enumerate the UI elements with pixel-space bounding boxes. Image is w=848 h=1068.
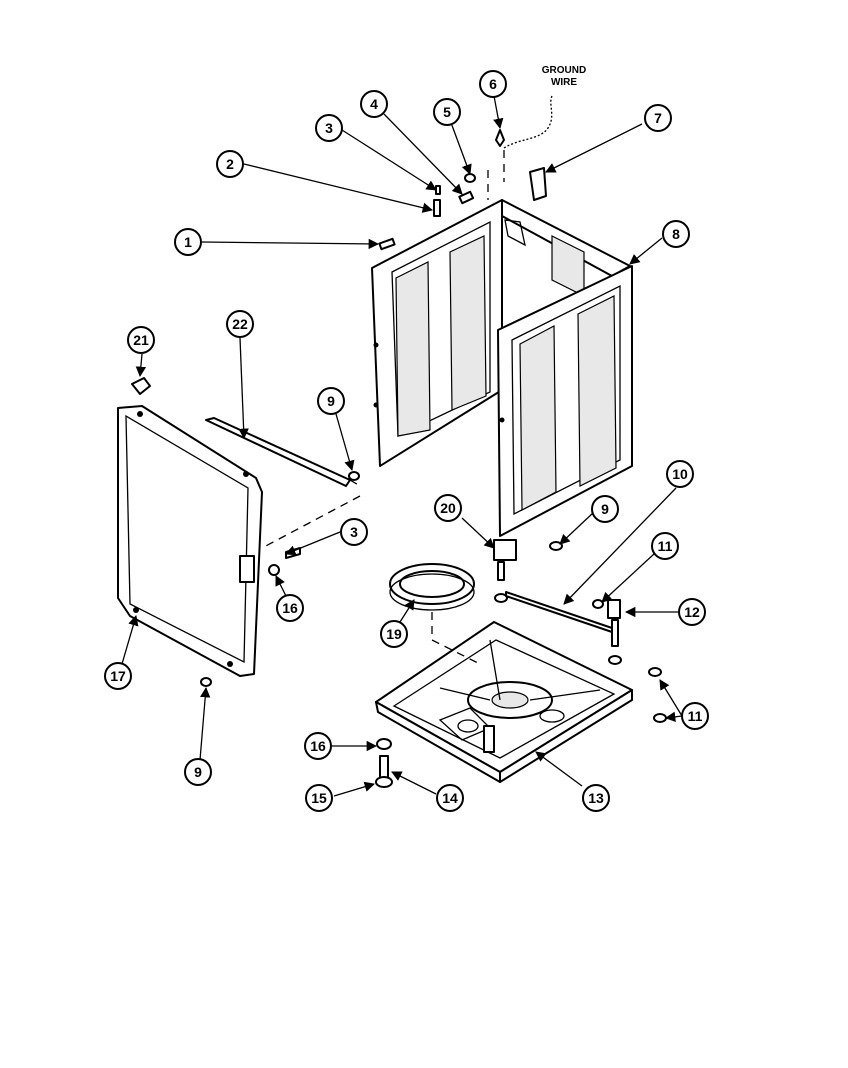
svg-text:16: 16: [310, 738, 326, 754]
callout-1: 1: [174, 228, 202, 256]
callout-16-panel: 16: [276, 594, 304, 622]
callout-9-bottom: 9: [184, 758, 212, 786]
base-part: [375, 621, 633, 783]
svg-text:22: 22: [232, 316, 248, 332]
callout-4: 4: [360, 90, 388, 118]
svg-text:10: 10: [672, 466, 688, 482]
callout-11-upper: 11: [651, 532, 679, 560]
svg-text:9: 9: [327, 393, 335, 409]
rod-part: [505, 591, 613, 633]
svg-text:15: 15: [311, 790, 327, 806]
hardware-parts: [200, 129, 667, 723]
svg-text:16: 16: [282, 600, 298, 616]
assembly-guide-lines: [261, 150, 505, 665]
callout-9-right: 9: [591, 495, 619, 523]
svg-text:19: 19: [386, 626, 402, 642]
svg-text:3: 3: [325, 120, 333, 136]
cabinet-part: [371, 199, 633, 537]
svg-text:4: 4: [370, 96, 378, 112]
callout-22: 22: [226, 310, 254, 338]
svg-text:5: 5: [443, 104, 451, 120]
svg-text:9: 9: [601, 501, 609, 517]
svg-text:6: 6: [489, 76, 497, 92]
callout-17: 17: [104, 662, 132, 690]
svg-text:14: 14: [442, 790, 458, 806]
callout-19: 19: [380, 620, 408, 648]
callout-3-top: 3: [315, 114, 343, 142]
leader-lines: [121, 95, 683, 797]
rear-leg-part: [493, 539, 622, 665]
callout-16-base: 16: [304, 732, 332, 760]
callout-13: 13: [582, 784, 610, 812]
svg-text:11: 11: [688, 708, 703, 724]
clip-part: [131, 377, 151, 395]
leveling-leg-part: [375, 738, 393, 788]
svg-text:7: 7: [654, 110, 662, 126]
callout-8: 8: [662, 220, 690, 248]
svg-text:8: 8: [672, 226, 680, 242]
svg-text:21: 21: [133, 332, 149, 348]
callout-14: 14: [436, 784, 464, 812]
svg-text:1: 1: [184, 234, 192, 250]
svg-text:9: 9: [194, 764, 202, 780]
callout-2: 2: [216, 150, 244, 178]
callout-12: 12: [678, 598, 706, 626]
callout-7: 7: [644, 104, 672, 132]
callout-5: 5: [433, 98, 461, 126]
callout-3-panel: 3: [340, 518, 368, 546]
svg-text:17: 17: [110, 668, 126, 684]
callout-6: 6: [479, 70, 507, 98]
callout-21: 21: [127, 326, 155, 354]
ground-wire-note: GROUND WIRE: [542, 65, 586, 88]
note-line-2: WIRE: [551, 77, 577, 88]
svg-text:13: 13: [588, 790, 604, 806]
callout-9-cabinet: 9: [317, 387, 345, 415]
svg-text:2: 2: [226, 156, 234, 172]
svg-text:3: 3: [350, 524, 358, 540]
note-line-1: GROUND: [542, 65, 586, 76]
callout-11-lower: 11: [681, 702, 709, 730]
callout-15: 15: [305, 784, 333, 812]
callout-10: 10: [666, 460, 694, 488]
svg-text:20: 20: [440, 500, 456, 516]
svg-text:11: 11: [658, 538, 673, 554]
ring-part: [389, 563, 475, 611]
svg-text:12: 12: [684, 604, 700, 620]
front-panel-part: [117, 405, 263, 677]
ground-wire: [503, 95, 553, 149]
callout-20: 20: [434, 494, 462, 522]
